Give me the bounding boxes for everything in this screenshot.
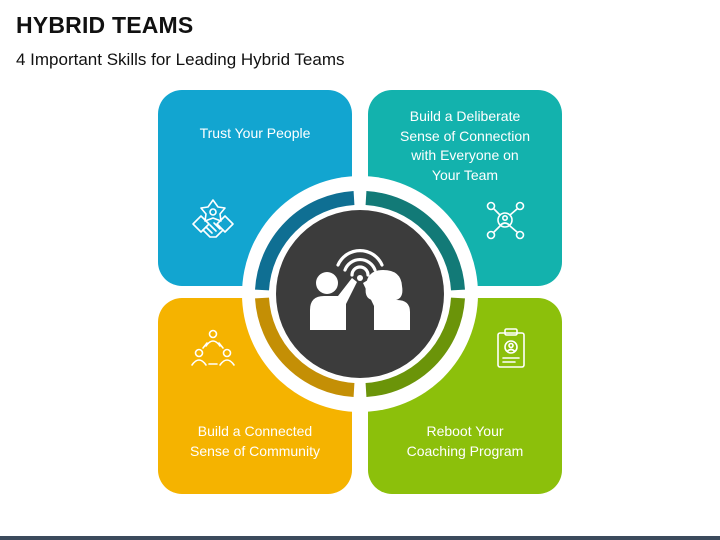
card-community-label: Build a Connected Sense of Community [190, 423, 320, 459]
handshake-icon [192, 199, 234, 238]
footer-bar [0, 536, 720, 540]
card-coaching-label: Reboot Your Coaching Program [406, 423, 524, 459]
page-subtitle: 4 Important Skills for Leading Hybrid Te… [16, 50, 345, 69]
page-title: HYBRID TEAMS [16, 12, 194, 38]
high-five-icon [310, 248, 410, 330]
ring-segment-connection [365, 191, 465, 291]
ring-segment-trust [255, 191, 355, 291]
clipboard-icon [497, 328, 525, 368]
ring-segment-coaching [365, 297, 465, 397]
ring-segment-community [255, 297, 355, 397]
community-icon [191, 329, 235, 366]
card-trust-label: Trust Your People [199, 125, 311, 141]
card-connection-label: Build a Deliberate Sense of Connection w… [400, 108, 530, 183]
center-circle [276, 210, 444, 378]
network-icon [486, 201, 525, 240]
